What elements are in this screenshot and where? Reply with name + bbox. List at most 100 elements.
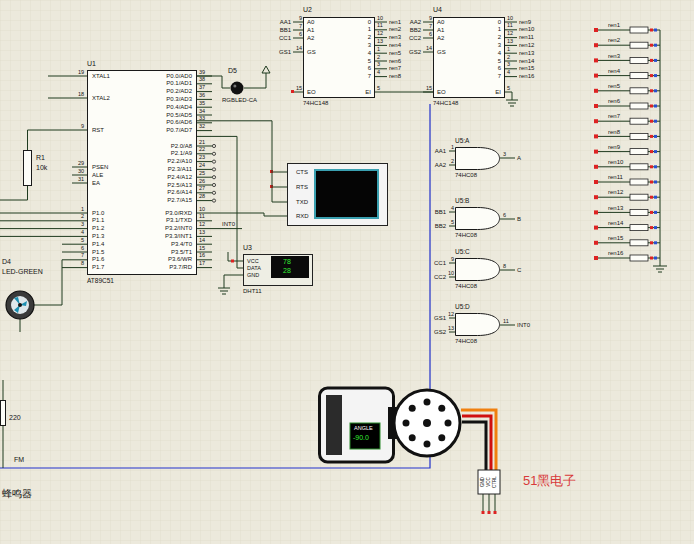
schematic-label: A2 [437,35,444,42]
schematic-label: 33 [199,115,205,121]
schematic-label: INT0 [517,322,530,329]
schematic-label: P3.7/RD [169,264,192,271]
schematic-label: VCC [486,477,491,487]
component-text: U3 [243,244,252,252]
schematic-label: 11 [503,318,509,324]
component-text: VCC [247,258,259,264]
schematic-label: ren7 [389,65,401,72]
schematic-label: 3 [503,151,506,157]
schematic-label: 0 [498,19,501,26]
schematic-label: EI [495,89,501,96]
schematic-label: ren5 [389,50,401,57]
schematic-label: ALE [92,172,103,179]
component-text: AT89C51 [87,277,114,284]
component-text: 10k [36,164,47,172]
schematic-label: 5 [507,85,510,91]
component-text: -90.0 [353,434,369,442]
schematic-label: 14 [199,237,205,243]
schematic-label: GS2 [434,329,446,336]
schematic-label: 29 [78,160,84,166]
schematic-label: A0 [307,19,314,26]
schematic-label: 4 [377,69,380,75]
schematic-label: 1 [451,144,454,150]
resistor-array [594,27,660,261]
and-gate: U5:D74HC08 [455,313,500,336]
schematic-label: ren10 [519,26,534,33]
schematic-label: AA1 [280,19,291,26]
schematic-label: CC1 [434,260,446,267]
schematic-label: 3 [368,42,371,49]
resistor-symbol: 220 [0,400,6,426]
component-text: U5:C [455,248,470,255]
component-text: D5 [228,67,237,75]
schematic-label: 51黑电子 [523,474,576,489]
wire [197,121,287,202]
schematic-label: A0 [437,19,444,26]
component-outline [455,313,500,336]
schematic-label: PSEN [92,164,108,171]
schematic-label: P2.2/A10 [167,158,192,165]
schematic-label: ren1 [389,19,401,26]
schematic-label: 2 [368,34,371,41]
component-text: 74HC08 [455,283,477,290]
schematic-label: 6 [81,245,84,251]
component-outline [23,150,32,186]
component-text: RGBLED-CA [222,97,257,104]
schematic-label: 16 [199,252,205,258]
component-text: 78 [283,258,291,266]
schematic-label: 13 [377,38,383,44]
schematic-label: 35 [199,100,205,106]
schematic-label: GS1 [279,49,291,56]
schematic-label: 1 [368,26,371,33]
schematic-label: ren14 [608,220,623,227]
ground-symbol [218,288,230,294]
schematic-label: 4 [81,229,84,235]
sheet-border [0,104,430,468]
and-gate: U5:B74HC08 [455,207,500,230]
schematic-label: 5 [377,85,380,91]
schematic-label: ren15 [519,65,534,72]
schematic-label: 6 [498,65,501,72]
schematic-label: GS1 [434,315,446,322]
servo-motor: ANGLE-90.0 [318,383,470,467]
schematic-label: 12 [377,30,383,36]
schematic-label: 1 [81,206,84,212]
schematic-label: P3.5/T1 [171,249,192,256]
schematic-label: CC1 [279,35,291,42]
schematic-label: INT0 [222,221,235,228]
schematic-label: P3.2/INT0 [165,225,192,232]
schematic-label: 19 [78,69,84,75]
component-outline [318,383,470,467]
schematic-label: P1.1 [92,217,104,224]
schematic-label: ren4 [389,42,401,49]
schematic-label: 31 [78,176,84,182]
schematic-label: P0.1/AD1 [166,80,192,87]
schematic-label: 6 [429,31,432,37]
schematic-label: 2 [498,34,501,41]
schematic-label: ren3 [608,53,620,60]
schematic-label: 12 [199,221,205,227]
schematic-label: 13 [199,229,205,235]
schematic-label: P3.4/T0 [171,241,192,248]
component-text: RTS [296,184,308,191]
schematic-label: XTAL2 [92,95,110,102]
ground-symbol [506,100,518,106]
schematic-label: P3.1/TXD [166,217,192,224]
schematic-label: GS [307,49,316,56]
pin-stubs [449,151,515,332]
schematic-label: C [517,267,521,274]
schematic-label: 24 [199,162,205,168]
dc-motor [6,291,34,319]
schematic-label: ren8 [389,73,401,80]
component-text: U4 [433,6,442,14]
schematic-label: 9 [451,256,454,262]
wire [0,76,72,332]
schematic-label: 1 [377,46,380,52]
schematic-label: 9 [299,15,302,21]
schematic-label: 4 [451,205,454,211]
schematic-label: ren12 [608,189,623,196]
schematic-label: 32 [199,123,205,129]
component-text: 74HC08 [455,172,477,179]
schematic-label: P0.7/AD7 [166,127,192,134]
schematic-label: P1.4 [92,241,104,248]
